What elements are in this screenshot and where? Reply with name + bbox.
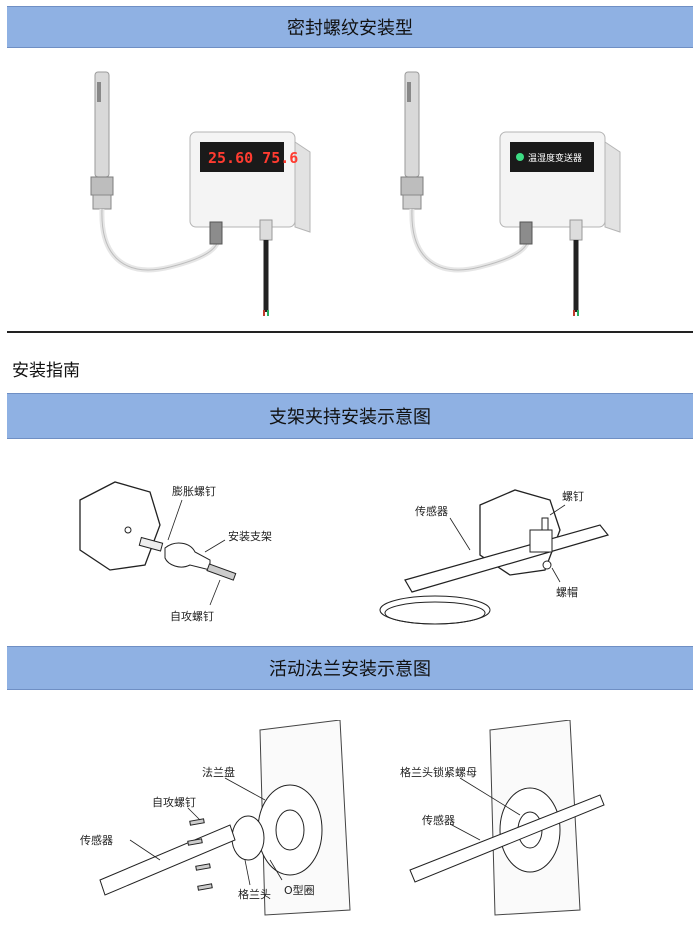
bracket-diagram: 膨胀螺钉 安装支架 自攻螺钉 传感器 螺钉 螺帽 [79,481,610,625]
lcd-transmitter: 温湿度变送器 [400,71,621,316]
led-transmitter: 25.60 75.6 [90,71,311,316]
label-sensor-bracket: 传感器 [415,505,448,518]
label-screw: 螺钉 [562,490,584,503]
label-nut: 螺帽 [556,586,578,599]
section-header-flange: 活动法兰安装示意图 [7,646,693,690]
label-mount-bracket: 安装支架 [228,529,272,543]
section-header-sealed-thread: 密封螺纹安装型 [7,6,693,48]
install-guide-heading: 安装指南 [12,361,80,381]
label-expansion-screw: 膨胀螺钉 [172,484,216,498]
label-sensor-flange: 传感器 [80,834,113,847]
section-header-bracket: 支架夹持安装示意图 [7,393,693,439]
label-flange-plate: 法兰盘 [202,765,235,779]
led-display-value: 25.60 75.6 [208,149,298,167]
product-figure: 25.60 75.6 温湿度变送器 [90,71,621,316]
label-gland-lock-nut: 格兰头锁紧螺母 [400,765,477,779]
flange-diagram: 法兰盘 自攻螺钉 传感器 格兰头 O型圈 格兰头锁紧螺母 传感器 [80,720,605,916]
droplet-icon [516,153,524,161]
label-sensor-flange-right: 传感器 [422,814,455,827]
label-self-tapping-screw: 自攻螺钉 [170,609,214,623]
label-self-tapping-screw-flange: 自攻螺钉 [152,795,196,809]
label-gland-head: 格兰头 [238,887,271,901]
label-o-ring: O型圈 [284,883,315,897]
divider-line [7,331,693,333]
lcd-display-text: 温湿度变送器 [528,152,582,164]
